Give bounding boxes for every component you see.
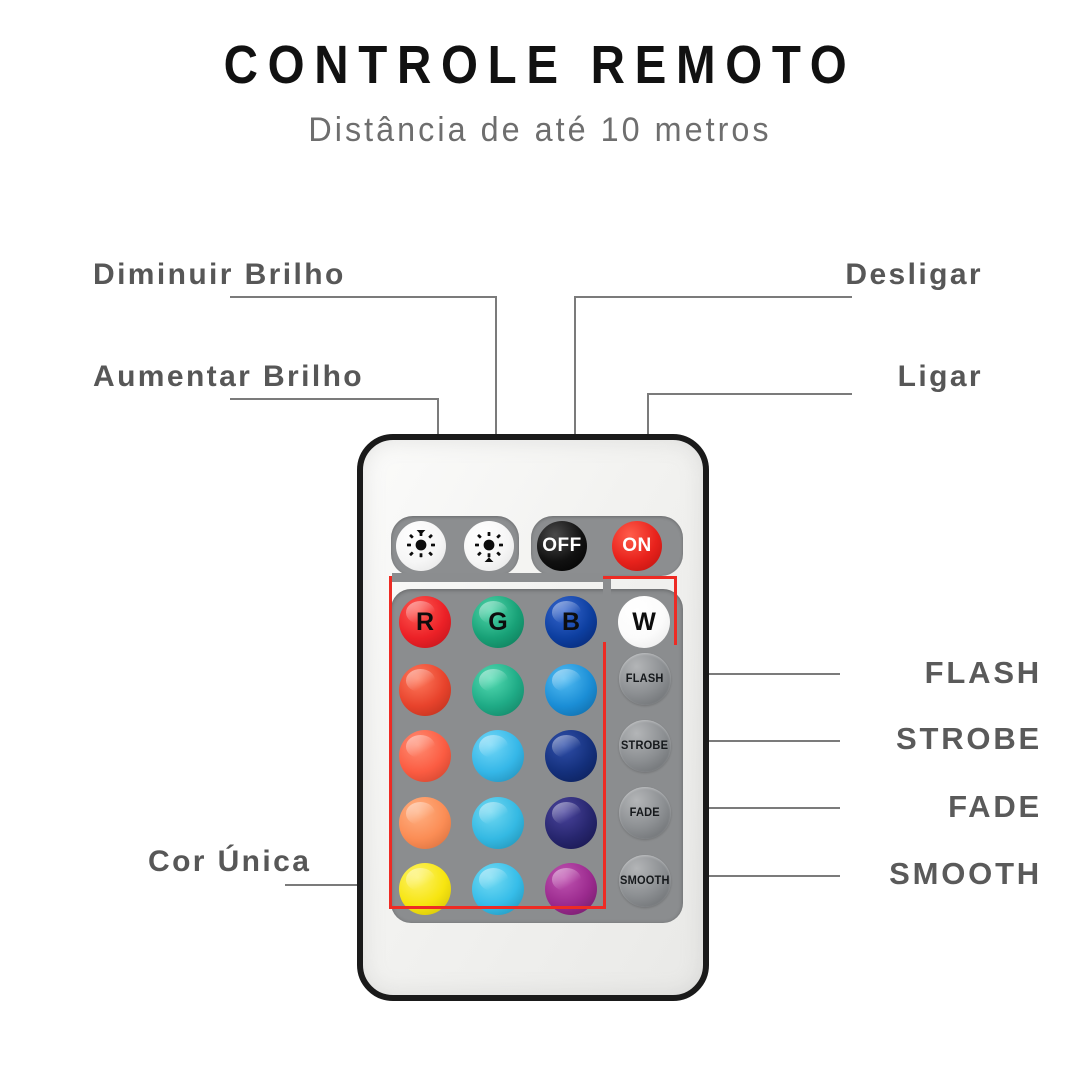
brightness-down-button[interactable] <box>396 521 446 571</box>
flash-button-label: FLASH <box>626 673 664 685</box>
callout-label-smooth: SMOOTH <box>889 856 1042 891</box>
page-title: CONTROLE REMOTO <box>223 35 857 95</box>
leader-line-smooth <box>650 875 840 877</box>
leader-line-dim-brightness-horizontal <box>230 296 497 298</box>
fade-button[interactable]: FADE <box>619 787 671 839</box>
single-color-highlight-seam-mask <box>392 573 603 582</box>
fade-button-label: FADE <box>629 807 661 819</box>
smooth-button[interactable]: SMOOTH <box>619 855 671 907</box>
brightness-down-icon <box>407 530 435 558</box>
off-button[interactable]: OFF <box>537 521 587 571</box>
on-button[interactable]: ON <box>612 521 662 571</box>
color-button-blue-label: B <box>561 607 581 636</box>
callout-label-single-color: Cor Única <box>148 845 312 878</box>
callout-label-dim-brightness: Diminuir Brilho <box>93 258 346 291</box>
callout-label-turn-off: Desligar <box>845 258 983 291</box>
callout-label-turn-on: Ligar <box>897 360 983 393</box>
single-color-highlight-seam-mask-2 <box>603 579 611 642</box>
leader-line-flash <box>650 673 840 675</box>
leader-line-fade <box>650 807 840 809</box>
callout-label-raise-brightness: Aumentar Brilho <box>93 360 365 393</box>
leader-line-turn-off-horizontal <box>575 296 852 298</box>
callout-label-flash: FLASH <box>924 655 1042 690</box>
color-button-red-label: R <box>415 607 435 636</box>
off-button-label: OFF <box>542 535 582 556</box>
color-button-green-label: G <box>488 607 508 636</box>
color-button-red[interactable]: R <box>399 596 451 648</box>
strobe-button[interactable]: STROBE <box>619 720 671 772</box>
leader-line-turn-on-horizontal <box>648 393 852 395</box>
leader-line-raise-brightness-horizontal <box>230 398 439 400</box>
callout-label-fade: FADE <box>948 789 1042 824</box>
brightness-up-icon <box>475 532 503 562</box>
flash-button[interactable]: FLASH <box>619 653 671 705</box>
brightness-up-button[interactable] <box>464 521 514 571</box>
leader-line-strobe <box>650 740 840 742</box>
single-color-highlight-body <box>389 576 606 909</box>
color-button-white-label: W <box>632 607 656 636</box>
strobe-button-label: STROBE <box>621 740 669 752</box>
smooth-button-label: SMOOTH <box>620 875 670 887</box>
leader-line-turn-off-vertical <box>574 296 576 542</box>
on-button-label: ON <box>622 535 652 556</box>
leader-line-dim-brightness-vertical <box>495 296 497 542</box>
callout-label-strobe: STROBE <box>896 721 1042 756</box>
page-subtitle: Distância de até 10 metros <box>308 111 772 149</box>
